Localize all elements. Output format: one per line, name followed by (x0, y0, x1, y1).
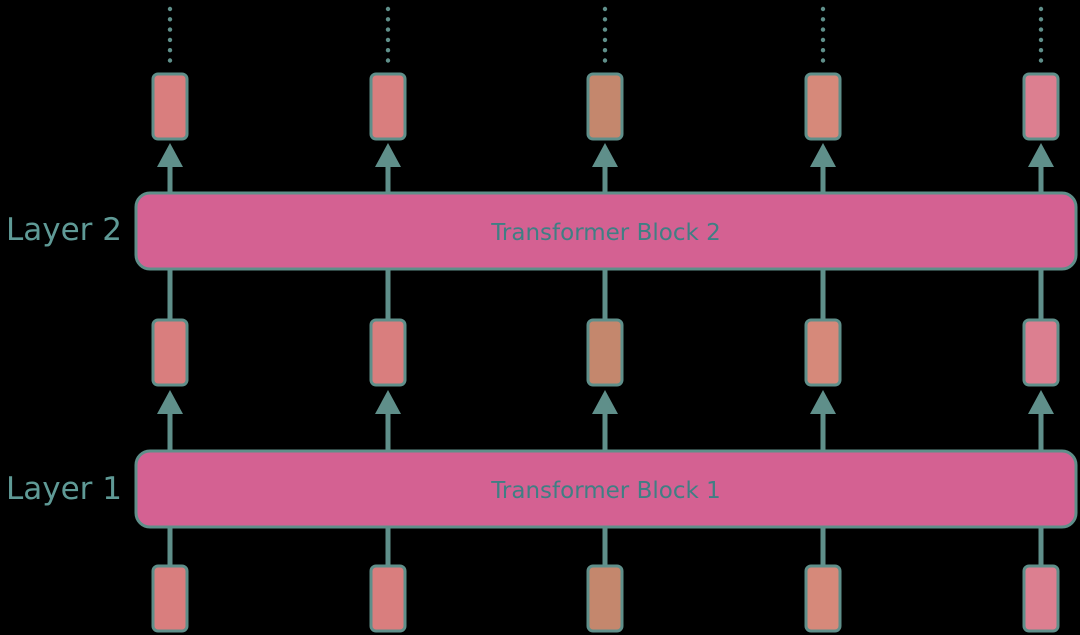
transformer-block-1[interactable] (134, 449, 1078, 529)
transformer-block-1-label: Transformer Block 1 (490, 478, 720, 504)
continuation-dot (1038, 17, 1044, 22)
continuation-dot (167, 6, 173, 12)
continuation-dot (820, 37, 826, 43)
continuation-dot (820, 27, 826, 32)
connectors (157, 6, 1054, 568)
continuation-dot (820, 6, 826, 12)
continuation-dot (820, 17, 826, 22)
arrow-up-icon (375, 143, 401, 167)
tokens (151, 72, 1060, 633)
continuation-dot (1038, 48, 1044, 53)
continuation-dot (167, 48, 173, 53)
hidden-token-2[interactable] (369, 318, 407, 387)
transformer-block-2-label: Transformer Block 2 (490, 220, 720, 246)
continuation-dot (385, 48, 391, 53)
arrow-up-icon (157, 390, 183, 414)
continuation-dot (820, 48, 826, 53)
continuation-dot (602, 17, 608, 22)
arrow-up-icon (592, 143, 618, 167)
output-token-4[interactable] (804, 72, 842, 141)
layer-2-label: Layer 2 (6, 212, 123, 248)
continuation-dot (602, 58, 608, 63)
layer-1-label: Layer 1 (6, 471, 123, 507)
continuation-dot (602, 37, 608, 43)
continuation-dot (1038, 58, 1044, 63)
continuation-dot (820, 58, 826, 63)
continuation-dot (385, 27, 391, 32)
hidden-token-4[interactable] (804, 318, 842, 387)
continuation-dot (385, 17, 391, 22)
arrow-up-icon (592, 390, 618, 414)
hidden-token-3[interactable] (586, 318, 624, 387)
input-token-1[interactable] (151, 564, 189, 633)
arrow-up-icon (1028, 390, 1054, 414)
continuation-dot (602, 27, 608, 32)
input-token-5[interactable] (1022, 564, 1060, 633)
continuation-dot (1038, 27, 1044, 32)
continuation-dot (167, 27, 173, 32)
arrow-up-icon (810, 390, 836, 414)
arrow-up-icon (810, 143, 836, 167)
input-token-3[interactable] (586, 564, 624, 633)
continuation-dot (602, 48, 608, 53)
continuation-dot (602, 6, 608, 12)
continuation-dot (385, 58, 391, 63)
continuation-dot (1038, 37, 1044, 43)
continuation-dot (167, 17, 173, 22)
arrow-up-icon (1028, 143, 1054, 167)
blocks: Transformer Block 2 Transformer Block 1 (134, 191, 1078, 529)
continuation-dot (385, 6, 391, 12)
output-token-3[interactable] (586, 72, 624, 141)
continuation-dot (385, 37, 391, 43)
input-token-4[interactable] (804, 564, 842, 633)
output-token-1[interactable] (151, 72, 189, 141)
continuation-dot (167, 37, 173, 43)
continuation-dot (1038, 6, 1044, 12)
output-token-2[interactable] (369, 72, 407, 141)
output-token-5[interactable] (1022, 72, 1060, 141)
continuation-dot (167, 58, 173, 63)
hidden-token-5[interactable] (1022, 318, 1060, 387)
input-token-2[interactable] (369, 564, 407, 633)
hidden-token-1[interactable] (151, 318, 189, 387)
transformer-block-2[interactable] (134, 191, 1078, 271)
arrow-up-icon (157, 143, 183, 167)
arrow-up-icon (375, 390, 401, 414)
